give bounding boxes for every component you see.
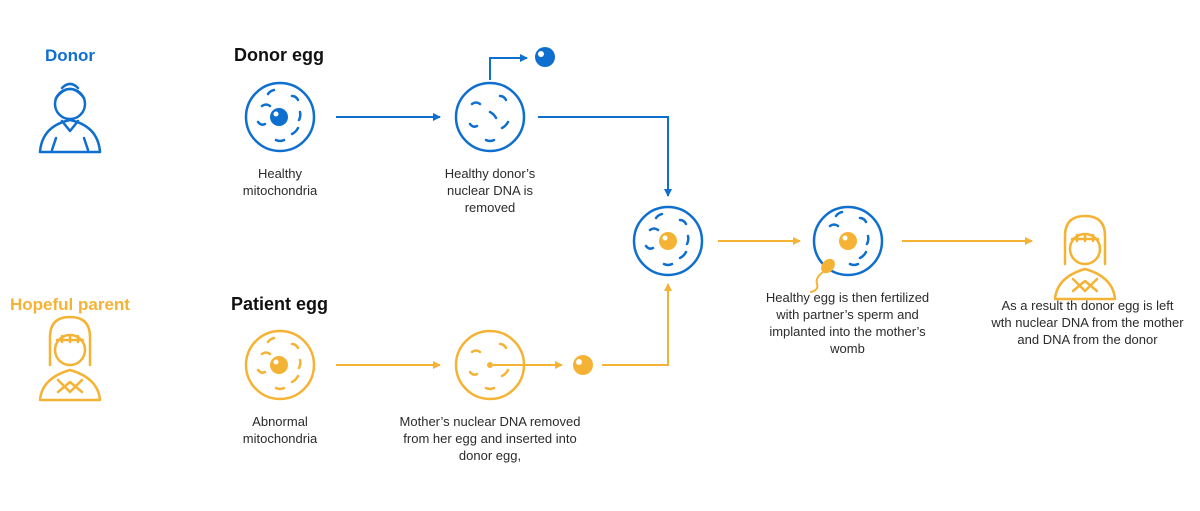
donor-nucleus-highlight [273, 111, 279, 117]
patient-egg-cell [244, 329, 316, 401]
transferred-patient-nucleus-highlight [576, 359, 582, 365]
arrow-patient-to-reconstructed [602, 283, 672, 366]
fertilized-egg-cell [812, 205, 884, 277]
donor-person-icon [38, 82, 102, 154]
result-caption: As a result th donor egg is left wth nuc… [991, 298, 1184, 347]
fertilized-nucleus-highlight [842, 235, 848, 241]
nucleus-removal-arrow [489, 54, 528, 80]
reconstructed-nucleus [659, 232, 677, 250]
donor-egg-heading: Donor egg [234, 45, 324, 65]
removed-donor-nucleus-highlight [538, 51, 544, 57]
child-person-icon [1053, 214, 1117, 301]
patient-nucleus-highlight [273, 359, 279, 365]
donor-egg-caption: Healthy mitochondria [242, 166, 318, 198]
reconstructed-nucleus-highlight [662, 235, 668, 241]
parent-person-icon [38, 315, 102, 402]
donor-removed-caption: Healthy donor’s nuclear DNA is removed [444, 166, 536, 215]
patient-nucleus [270, 356, 288, 374]
donor-nucleus [270, 108, 288, 126]
patient-egg-heading: Patient egg [231, 294, 329, 314]
removed-donor-nucleus [535, 47, 555, 67]
patient-egg-caption: Abnormal mitochondria [242, 414, 318, 446]
transferred-patient-nucleus [573, 355, 593, 375]
donor-enucleated-egg [454, 81, 526, 153]
fertilized-nucleus [839, 232, 857, 250]
parent-role-label: Hopeful parent [10, 295, 130, 314]
fertilized-caption: Healthy egg is then fertilized with part… [765, 290, 930, 356]
patient-nucleus-origin [487, 362, 493, 368]
arrow-donor-to-reconstructed [538, 116, 672, 197]
donor-role-label: Donor [44, 46, 96, 65]
reconstructed-egg-cell [632, 205, 704, 277]
sperm-icon [810, 258, 835, 293]
patient-removed-caption: Mother’s nuclear DNA removed from her eg… [399, 414, 581, 463]
donor-egg-cell [244, 81, 316, 153]
patient-enucleated-egg [454, 329, 526, 401]
